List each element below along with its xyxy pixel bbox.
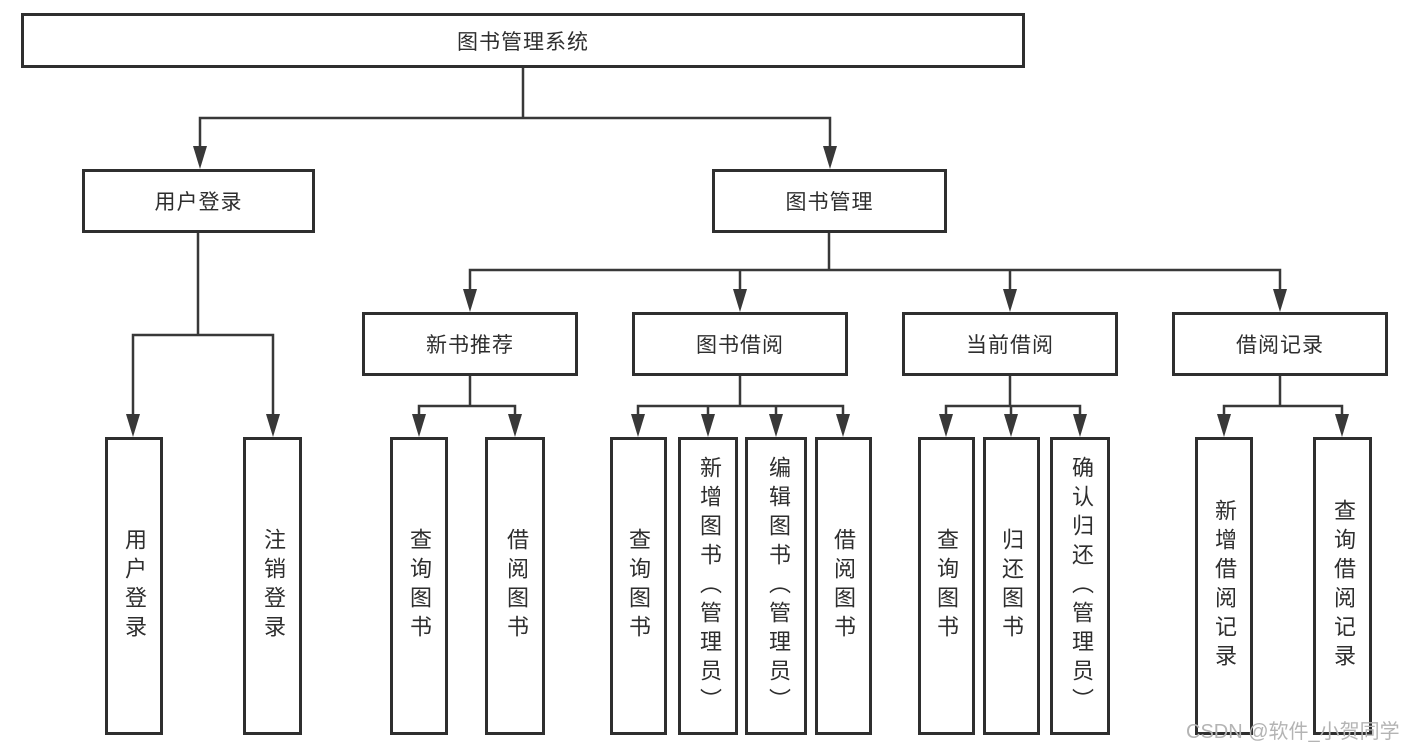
arrowheads — [126, 146, 1349, 437]
node-borrow-records: 借阅记录 — [1172, 312, 1388, 376]
leaf-query-books-recommend: 查询图书 — [390, 437, 448, 735]
leaf-query-books-current: 查询图书 — [918, 437, 975, 735]
leaf-return-books: 归还图书 — [983, 437, 1040, 735]
leaf-logout: 注销登录 — [243, 437, 302, 735]
csdn-watermark: CSDN @软件_小贺同学 — [1186, 721, 1400, 743]
tree-edges — [131, 66, 1344, 416]
node-book-borrow: 图书借阅 — [632, 312, 848, 376]
node-user-login: 用户登录 — [82, 169, 315, 233]
leaf-query-books-borrow: 查询图书 — [610, 437, 667, 735]
leaf-confirm-return-admin: 确认归还（管理员） — [1050, 437, 1110, 735]
leaf-user-login: 用户登录 — [105, 437, 163, 735]
node-book-management: 图书管理 — [712, 169, 947, 233]
leaf-borrow-books: 借阅图书 — [815, 437, 872, 735]
node-new-book-recommend: 新书推荐 — [362, 312, 578, 376]
leaf-borrow-books-recommend: 借阅图书 — [485, 437, 545, 735]
leaf-edit-book-admin: 编辑图书（管理员） — [745, 437, 807, 735]
node-current-borrow: 当前借阅 — [902, 312, 1118, 376]
leaf-add-book-admin: 新增图书（管理员） — [678, 437, 738, 735]
leaf-query-borrow-record: 查询借阅记录 — [1313, 437, 1372, 735]
leaf-add-borrow-record: 新增借阅记录 — [1195, 437, 1253, 735]
node-root-library-management-system: 图书管理系统 — [21, 13, 1025, 68]
